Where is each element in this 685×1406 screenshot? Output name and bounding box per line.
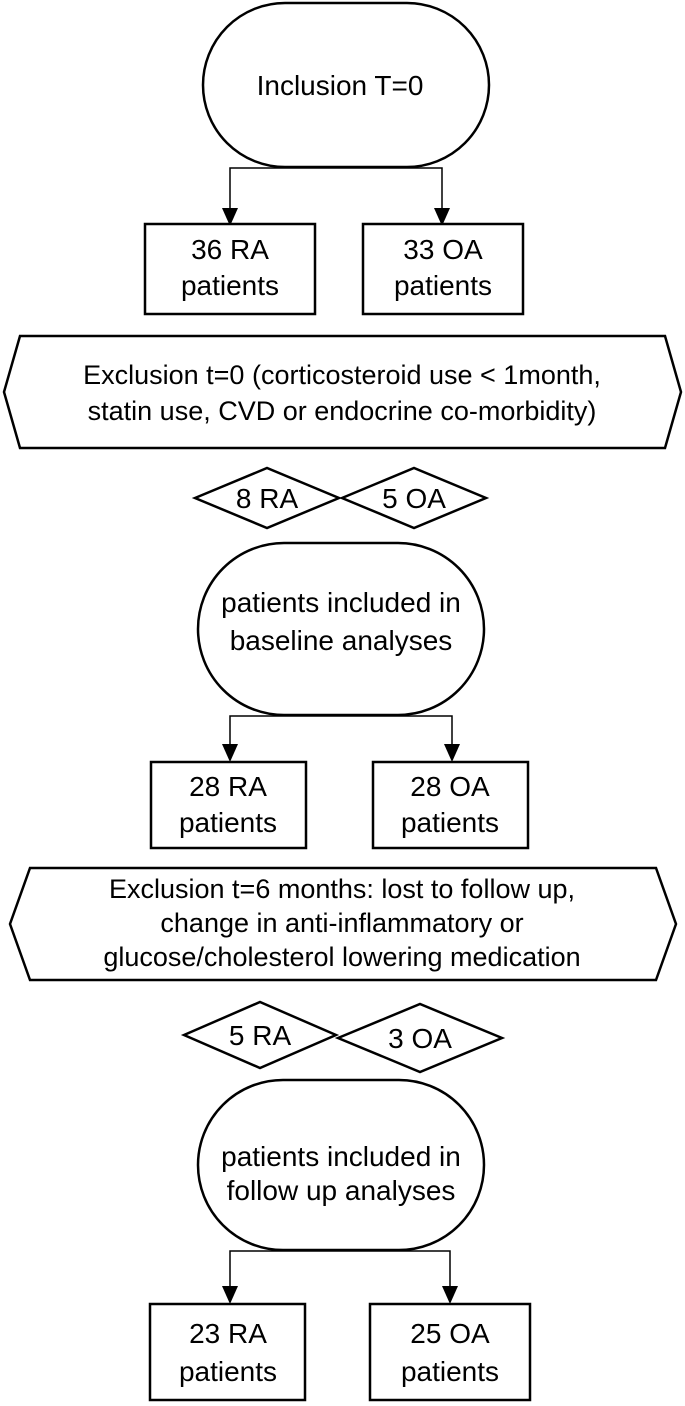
exclusion-t0-ra-diamond: 8 RA [191, 466, 343, 530]
exclusion-t0-line-2: statin use, CVD or endocrine co-morbidit… [88, 396, 597, 426]
followup-analyses-line-2: follow up analyses [227, 1175, 456, 1206]
exclusion-t6-line-2: change in anti-inflammatory or [160, 908, 523, 938]
followup-ra-count-box: 23 RA patients [148, 1302, 307, 1402]
split-connector-1 [222, 167, 450, 226]
oa-excluded-count: 3 OA [388, 1023, 452, 1054]
ra-count: 28 RA [189, 771, 267, 802]
ra-unit: patients [179, 807, 277, 838]
arrow-head [442, 1286, 458, 1304]
followup-analyses-node: patients included in follow up analyses [196, 1078, 486, 1252]
oa-count: 25 OA [410, 1318, 490, 1349]
oa-excluded-count: 5 OA [382, 483, 446, 514]
ra-excluded-count: 8 RA [236, 483, 299, 514]
oa-count: 33 OA [403, 234, 483, 265]
ra-excluded-count: 5 RA [229, 1020, 292, 1051]
arrow-head [222, 208, 238, 226]
inclusion-label: Inclusion T=0 [257, 70, 424, 101]
arrow-head [222, 1286, 238, 1304]
oa-unit: patients [401, 807, 499, 838]
oa-count: 28 OA [410, 771, 490, 802]
oa-unit: patients [401, 1356, 499, 1387]
oa-unit: patients [394, 270, 492, 301]
split-connector-2 [222, 715, 460, 762]
exclusion-t6-node: Exclusion t=6 months: lost to follow up,… [8, 866, 678, 982]
inclusion-node: Inclusion T=0 [201, 1, 491, 169]
split-connector-3 [222, 1250, 458, 1304]
exclusion-t0-line-1: Exclusion t=0 (corticosteroid use < 1mon… [83, 360, 601, 390]
baseline-analyses-node: patients included in baseline analyses [196, 541, 486, 717]
ra-unit: patients [179, 1356, 277, 1387]
baseline-analyses-line-1: patients included in [221, 587, 461, 618]
baseline-analyses-line-2: baseline analyses [230, 625, 453, 656]
exclusion-t6-oa-diamond: 3 OA [334, 1002, 506, 1074]
ra-unit: patients [181, 270, 279, 301]
baseline-oa-count-box: 28 OA patients [371, 760, 530, 850]
baseline-oa-box: 33 OA patients [361, 222, 525, 316]
ra-count: 36 RA [191, 234, 269, 265]
exclusion-t6-ra-diamond: 5 RA [180, 1000, 340, 1070]
exclusion-t0-oa-diamond: 5 OA [338, 466, 490, 530]
arrow-head [434, 208, 450, 226]
exclusion-t6-line-1: Exclusion t=6 months: lost to follow up, [109, 874, 575, 904]
baseline-ra-box: 36 RA patients [143, 222, 317, 316]
arrow-head [222, 744, 238, 762]
exclusion-t6-line-3: glucose/cholesterol lowering medication [103, 942, 580, 972]
followup-analyses-line-1: patients included in [221, 1141, 461, 1172]
arrow-head [444, 744, 460, 762]
exclusion-t0-node: Exclusion t=0 (corticosteroid use < 1mon… [2, 334, 683, 450]
followup-oa-count-box: 25 OA patients [368, 1302, 532, 1402]
ra-count: 23 RA [189, 1318, 267, 1349]
baseline-ra-count-box: 28 RA patients [149, 760, 308, 850]
